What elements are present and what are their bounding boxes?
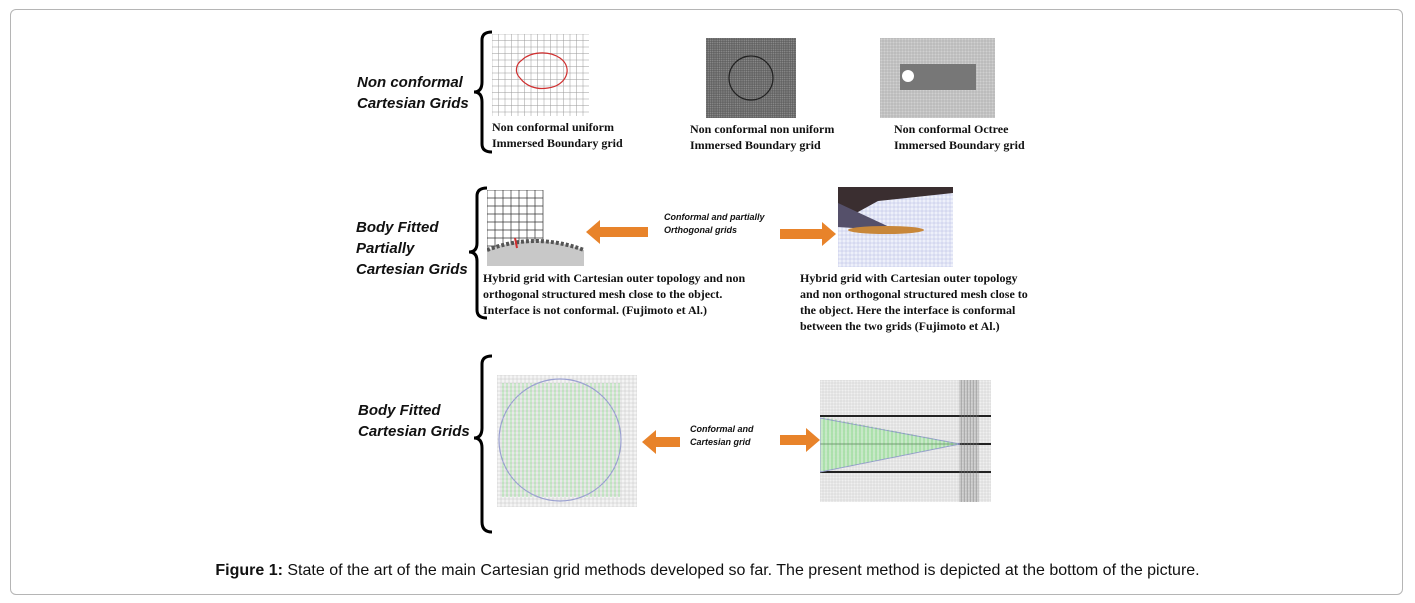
nonuniform-grid-panel: [706, 38, 796, 118]
caption-line: orthogonal structured mesh close to the …: [483, 287, 723, 301]
octree-grid-panel: [880, 38, 995, 118]
caption-line: Hybrid grid with Cartesian outer topolog…: [483, 271, 746, 285]
nonuniform-grid-caption: Non conformal non uniform Immersed Bound…: [690, 121, 834, 153]
caption-line: Non conformal uniform: [492, 120, 614, 134]
row2-category-line-2: Partially: [356, 240, 415, 257]
caption-line: Immersed Boundary grid: [894, 138, 1025, 152]
hybrid-left-caption: Hybrid grid with Cartesian outer topolog…: [483, 270, 745, 318]
caption-line: the object. Here the interface is confor…: [800, 303, 1016, 317]
caption-line: Non conformal Octree: [894, 122, 1009, 136]
octree-grid-caption: Non conformal Octree Immersed Boundary g…: [894, 121, 1025, 153]
caption-line: Immersed Boundary grid: [492, 136, 623, 150]
caption-line: Non conformal non uniform: [690, 122, 835, 136]
row1-category-label: Non conformal Cartesian Grids: [357, 72, 469, 114]
row2-left-arrow: [586, 220, 648, 244]
middle-line: Orthogonal grids: [664, 225, 737, 235]
row3-left-arrow: [642, 430, 680, 454]
uniform-grid-caption: Non conformal uniform Immersed Boundary …: [492, 119, 623, 151]
row2-brace: [468, 186, 488, 320]
hybrid-grid-panel-left: [487, 190, 584, 266]
hybrid-grid-panel-right: [838, 187, 953, 267]
body-fitted-circle-panel: [497, 375, 637, 507]
caption-line: Immersed Boundary grid: [690, 138, 821, 152]
caption-line: and non orthogonal structured mesh close…: [800, 287, 1028, 301]
figure-caption-text: State of the art of the main Cartesian g…: [282, 562, 1200, 579]
caption-line: Hybrid grid with Cartesian outer topolog…: [800, 271, 1018, 285]
row1-category-line-1: Non conformal: [357, 74, 463, 91]
row2-category-line-3: Cartesian Grids: [356, 261, 468, 278]
figure-frame: [10, 9, 1403, 595]
row3-category-line-1: Body Fitted: [358, 402, 441, 419]
row1-category-line-2: Cartesian Grids: [357, 95, 469, 112]
middle-line: Conformal and: [690, 424, 754, 434]
body-fitted-wedge-panel: [820, 380, 991, 502]
row3-brace: [473, 354, 493, 534]
immersed-boundary-outline: [515, 52, 568, 90]
row2-right-arrow: [780, 222, 836, 246]
row3-category-label: Body Fitted Cartesian Grids: [358, 400, 470, 442]
figure-caption: Figure 1: State of the art of the main C…: [0, 562, 1415, 580]
middle-line: Conformal and partially: [664, 212, 765, 222]
caption-line: between the two grids (Fujimoto et Al.): [800, 319, 1000, 333]
hybrid-right-caption: Hybrid grid with Cartesian outer topolog…: [800, 270, 1028, 334]
row2-category-label: Body Fitted Partially Cartesian Grids: [356, 217, 468, 280]
row3-middle-label: Conformal and Cartesian grid: [690, 423, 754, 449]
row2-middle-label: Conformal and partially Orthogonal grids: [664, 211, 765, 237]
uniform-grid-panel: [492, 34, 589, 116]
row3-right-arrow: [780, 428, 820, 452]
row2-category-line-1: Body Fitted: [356, 219, 439, 236]
figure-caption-label: Figure 1:: [215, 562, 283, 579]
row1-brace: [473, 30, 493, 154]
middle-line: Cartesian grid: [690, 437, 751, 447]
row3-category-line-2: Cartesian Grids: [358, 423, 470, 440]
caption-line: Interface is not conformal. (Fujimoto et…: [483, 303, 707, 317]
